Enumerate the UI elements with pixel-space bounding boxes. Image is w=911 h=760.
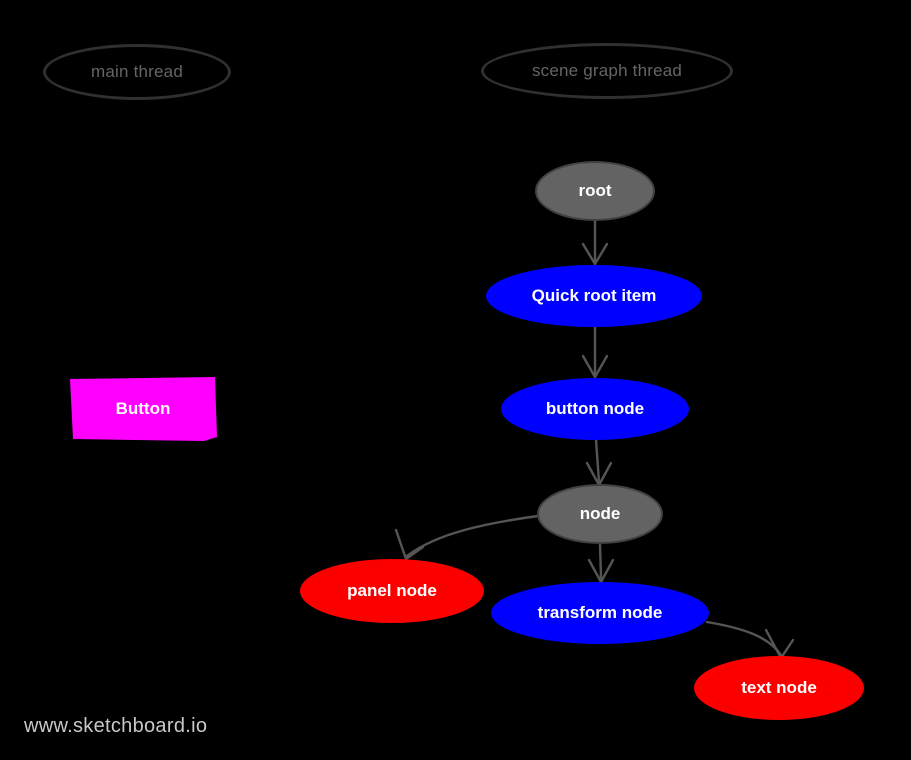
node-label: root xyxy=(578,181,612,200)
node-transform-node[interactable]: transform node xyxy=(491,582,709,644)
node-label: Quick root item xyxy=(531,286,657,305)
lane-main-thread[interactable]: main thread xyxy=(43,44,231,100)
node-node[interactable]: node xyxy=(537,484,663,544)
node-button-node[interactable]: button node xyxy=(501,378,689,440)
lane-scene-graph-thread[interactable]: scene graph thread xyxy=(481,43,733,99)
edge-button-node-to-node xyxy=(585,438,613,487)
node-root[interactable]: root xyxy=(535,161,655,221)
node-label: button node xyxy=(545,399,645,418)
node-label: node xyxy=(579,504,621,523)
edge-node-to-panel-node xyxy=(394,514,540,561)
node-button[interactable]: Button xyxy=(67,375,219,443)
node-label: transform node xyxy=(537,603,663,622)
lane-label: main thread xyxy=(91,62,183,81)
watermark: www.sketchboard.io xyxy=(24,715,208,737)
node-text-node[interactable]: text node xyxy=(694,656,864,720)
button-shape xyxy=(70,377,217,441)
node-panel-node[interactable]: panel node xyxy=(300,559,484,623)
node-quick-root-item[interactable]: Quick root item xyxy=(486,265,702,327)
edge-node-to-transform-node xyxy=(587,542,615,584)
edge-transform-node-to-text-node xyxy=(705,620,795,660)
node-label: text node xyxy=(741,678,817,697)
node-label: Button xyxy=(115,399,171,418)
edge-quick-root-item-to-button-node xyxy=(581,325,609,379)
edge-root-to-quick-root-item xyxy=(581,219,609,266)
node-label: panel node xyxy=(347,581,437,600)
lane-label: scene graph thread xyxy=(531,61,683,80)
